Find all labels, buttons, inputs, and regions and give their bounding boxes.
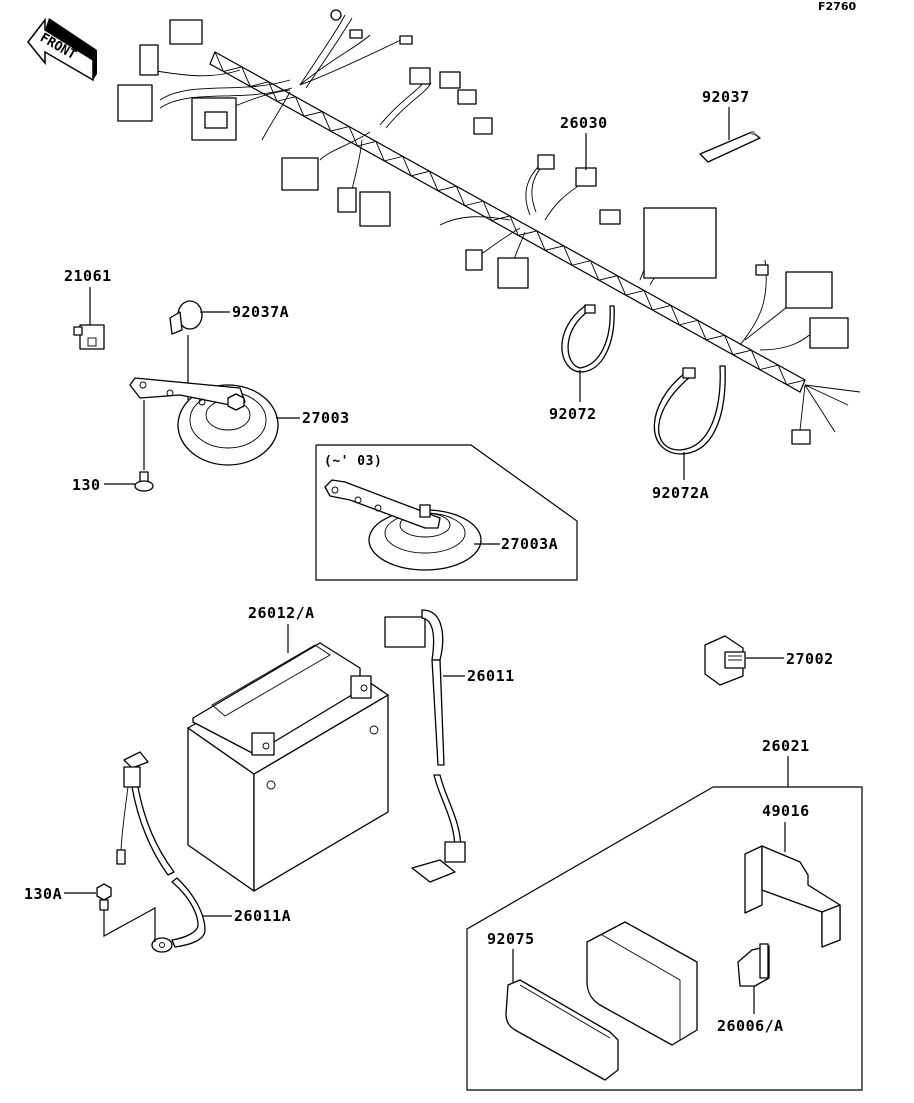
part-49016-bracket: [744, 845, 841, 948]
front-arrow-icon: FRONT: [27, 17, 97, 82]
label-21061: 21061: [64, 267, 112, 285]
label-92037A: 92037A: [232, 303, 289, 321]
label-27003A: 27003A: [501, 535, 558, 553]
part-26012A-battery: [187, 642, 389, 892]
fuse-box-body: [586, 921, 698, 1046]
label-26011A: 26011A: [234, 907, 291, 925]
label-27002: 27002: [786, 650, 834, 668]
label-26006A: 26006/A: [717, 1017, 784, 1035]
part-26006A-fuse: [737, 943, 770, 987]
part-130A-bolt: [96, 883, 112, 911]
part-92037-band: [699, 131, 761, 163]
part-26011A-cable: [116, 751, 206, 953]
label-49016: 49016: [762, 802, 810, 820]
label-26030: 26030: [560, 114, 608, 132]
figure-id: F2760: [818, 0, 856, 13]
label-92072A: 92072A: [652, 484, 709, 502]
part-27003-horn: [129, 377, 279, 466]
variant-box: (~' 03): [315, 444, 578, 581]
fuse-box-group-frame: [466, 786, 863, 1091]
label-26011: 26011: [467, 667, 515, 685]
part-27002-relay: [704, 635, 746, 686]
label-92072: 92072: [549, 405, 597, 423]
part-130-bolt: [134, 471, 154, 492]
label-92037: 92037: [702, 88, 750, 106]
label-92075: 92075: [487, 930, 535, 948]
part-92075-cover: [505, 979, 619, 1081]
part-92037A-clamp: [169, 300, 203, 335]
label-130A: 130A: [24, 885, 62, 903]
label-26012A: 26012/A: [248, 604, 315, 622]
part-21061-connector: [73, 324, 105, 350]
part-26011-cable: [384, 609, 466, 883]
harness-braid: [214, 51, 806, 386]
part-92072A-band: [653, 365, 726, 455]
label-26021: 26021: [762, 737, 810, 755]
label-130: 130: [72, 476, 101, 494]
label-27003: 27003: [302, 409, 350, 427]
wiring-harness: [117, 9, 861, 445]
variant-note: (~' 03): [324, 454, 382, 469]
part-92072-band: [561, 304, 615, 373]
